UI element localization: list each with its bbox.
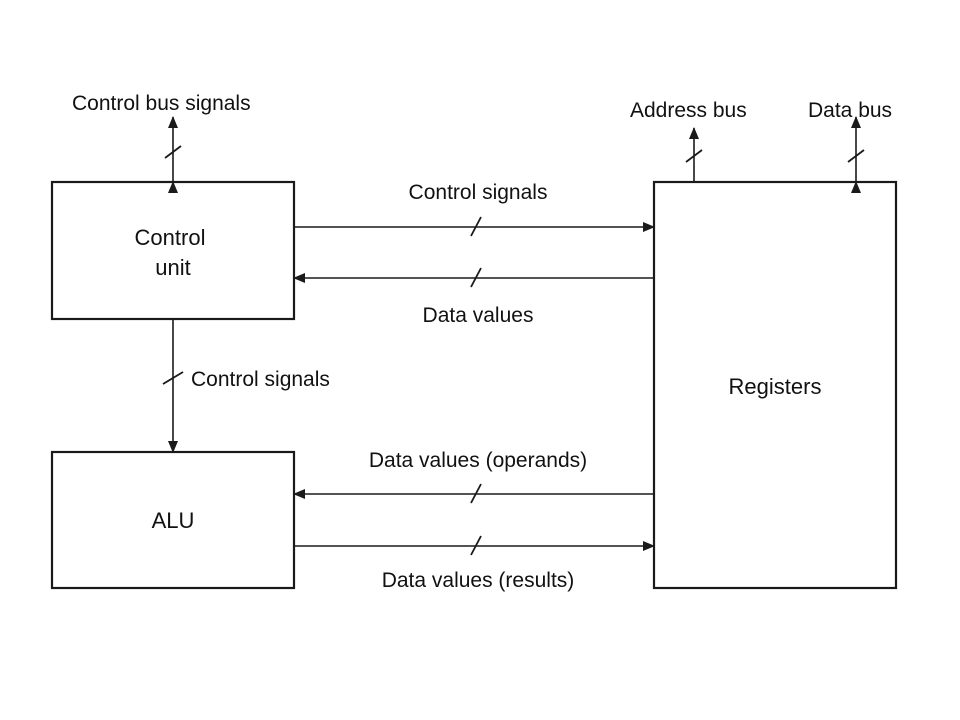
control-signals-to-registers-arrow [294,216,655,237]
data-bus-label: Data bus [808,99,892,122]
control-signals-to-alu-slash [162,371,184,385]
data-bus-slash [847,149,865,163]
data-values-results-arrow [294,535,655,556]
alu-block: ALU [50,450,296,590]
data-bus-line [847,116,865,193]
registers-label: Registers [729,374,822,399]
data-values-operands-label: Data values (operands) [369,449,587,472]
data-values-to-control-slash [470,267,482,288]
registers-block: Registers [652,180,898,590]
control-signals-to-alu-arrow [162,319,184,453]
data-values-operands-slash [470,483,482,504]
data-values-to-control-label: Data values [423,304,534,327]
control-unit-label-line2: unit [155,255,190,280]
alu-label: ALU [152,508,195,533]
address-bus-label: Address bus [630,99,747,122]
data-values-results-label: Data values (results) [382,569,575,592]
control-bus-signals-label: Control bus signals [72,92,251,115]
data-values-results-slash [470,535,482,556]
control-signals-to-alu-label: Control signals [191,368,330,391]
control-signals-to-registers-label: Control signals [409,181,548,204]
control-signals-to-registers-slash [470,216,482,237]
control-bus-slash [164,145,182,159]
control-unit-label-line1: Control [135,225,206,250]
address-bus-line [685,127,703,182]
data-values-to-control-arrow [293,267,654,288]
control-bus-line [164,116,182,193]
address-bus-slash [685,149,703,163]
data-values-operands-arrow [293,483,654,504]
control-unit-block: Control unit [50,180,296,321]
